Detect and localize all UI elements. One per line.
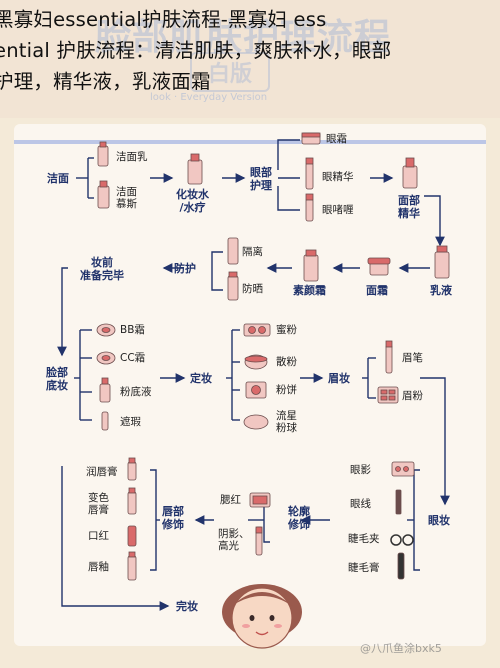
node-base-text: 脸部 底妆: [46, 366, 68, 392]
caption-line-1: 黑寡妇essential护肤流程-黑寡妇 ess: [0, 8, 327, 31]
label-cc: CC霜: [120, 352, 146, 364]
node-pre-makeup-text: 妆前 准备完毕: [80, 256, 124, 282]
node-contour-text: 轮廓 修饰: [288, 505, 310, 531]
node-eye-care: 眼部 护理: [250, 166, 272, 192]
node-serum: 面部 精华: [398, 194, 420, 220]
title-banner: 脸部肌肤护理流程 白版 look · Everyday Version 黑寡妇e…: [0, 0, 500, 118]
node-pre-makeup: 妆前 准备完毕: [80, 256, 124, 282]
label-blush: 腮红: [220, 494, 241, 506]
label-curler: 睫毛夹: [348, 533, 380, 545]
label-sunscreen: 防晒: [242, 283, 263, 295]
label-mascara: 睫毛膏: [348, 562, 380, 574]
node-toner-text: 化妆水 /水疗: [176, 188, 209, 214]
label-brow-powder: 眉粉: [402, 390, 423, 402]
label-cleanser-mousse: 洁面 慕斯: [116, 186, 137, 210]
caption-line-3: 护理，精华液，乳液面霜: [0, 70, 211, 93]
node-lotion: 乳液: [430, 284, 452, 297]
background-badge: 白版: [190, 52, 271, 92]
label-lipstick: 口红: [88, 530, 109, 542]
caption-line-2: ential 护肤流程：清洁肌肤，爽肤补水，眼部: [0, 39, 392, 62]
node-eye-makeup: 眼妆: [428, 514, 450, 527]
node-serum-text: 面部 精华: [398, 194, 420, 220]
label-lip-glaze: 唇釉: [88, 561, 109, 573]
node-done: 完妆: [176, 600, 198, 613]
label-pressed-powder: 粉饼: [276, 384, 297, 396]
node-brow: 眉妆: [328, 372, 350, 385]
label-cleanser-milk: 洁面乳: [116, 151, 148, 163]
label-eyeliner: 眼线: [350, 498, 371, 510]
node-set: 定妆: [190, 372, 212, 385]
label-bb: BB霜: [120, 324, 145, 336]
node-lips-text: 唇部 修饰: [162, 505, 184, 531]
node-primer: 素颜霜: [293, 284, 326, 297]
label-eyeshadow: 眼影: [350, 464, 371, 476]
label-concealer: 遮瑕: [120, 416, 141, 428]
label-brow-pencil: 眉笔: [402, 352, 423, 364]
label-eye-serum: 眼精华: [322, 171, 354, 183]
node-toner: 化妆水 /水疗: [176, 188, 209, 214]
node-base: 脸部 底妆: [46, 366, 68, 392]
node-cleanse: 洁面: [47, 172, 69, 185]
label-foundation: 粉底液: [120, 386, 152, 398]
label-color-lip: 变色 唇膏: [88, 492, 109, 516]
label-lip-balm: 润唇膏: [86, 466, 118, 478]
node-cream: 面霜: [366, 284, 388, 297]
node-contour: 轮廓 修饰: [288, 505, 310, 531]
node-eye-care-text: 眼部 护理: [250, 166, 272, 192]
node-protect: 防护: [174, 262, 196, 275]
label-shadow-highlight: 阴影、 高光: [218, 528, 250, 552]
label-honey-powder: 蜜粉: [276, 324, 297, 336]
label-eye-cream: 眼霜: [326, 133, 347, 145]
caption-text: 黑寡妇essential护肤流程-黑寡妇 ess ential 护肤流程：清洁肌…: [0, 4, 500, 97]
node-lips: 唇部 修饰: [162, 505, 184, 531]
background-title: 脸部肌肤护理流程: [95, 17, 392, 58]
background-subtitle: look · Everyday Version: [150, 92, 268, 103]
label-eye-gel: 眼啫喱: [322, 204, 354, 216]
watermark: @八爪鱼涂bxk5: [360, 642, 442, 655]
label-loose-powder: 散粉: [276, 356, 297, 368]
label-meteor-powder: 流星 粉球: [276, 410, 297, 434]
card-top-stripe: [14, 140, 486, 144]
label-isolation: 隔离: [242, 246, 263, 258]
